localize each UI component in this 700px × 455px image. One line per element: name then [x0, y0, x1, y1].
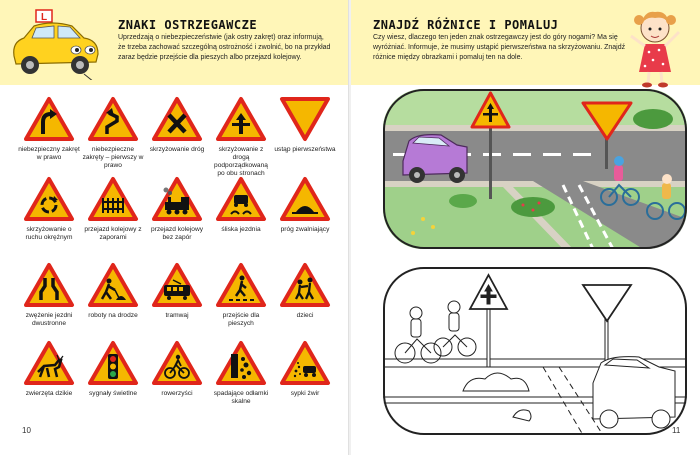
- sign-item-double-curve: niebezpieczne zakręty – pierwszy w prawo: [82, 96, 144, 170]
- sign-label: roboty na drodze: [88, 312, 138, 319]
- sign-label: przejazd kolejowy bez zapór: [150, 226, 204, 241]
- sign-item-traffic-light: sygnały świetlne: [82, 340, 144, 398]
- priority-crossroads-icon: [216, 97, 266, 141]
- sign-label: spadające odłamki skalne: [213, 390, 269, 405]
- right-page-intro: Czy wiesz, dlaczego ten jeden znak ostrz…: [373, 34, 626, 61]
- sign-item-yield: ustąp pierwszeństwa: [274, 96, 336, 154]
- sign-label: przejazd kolejowy z zaporami: [84, 226, 142, 241]
- sign-item-crossroads: skrzyżowanie dróg: [146, 96, 208, 154]
- yield-icon: [280, 97, 330, 141]
- sign-item-curve-right: niebezpieczny zakręt w prawo: [18, 96, 80, 162]
- sign-item-priority-crossroads: skrzyżowanie z drogą podporządkowaną po …: [210, 96, 272, 178]
- sign-item-road-narrows: zwężenie jezdni dwustronne: [18, 262, 80, 328]
- sign-item-loose-gravel: sypki żwir: [274, 340, 336, 398]
- learner-badge: L: [41, 12, 47, 23]
- sign-item-pedestrian-crossing: przejście dla pieszych: [210, 262, 272, 328]
- right-page-title: ZNAJDŹ RÓŻNICE I POMALUJ: [373, 18, 559, 32]
- learner-car-illustration: L: [13, 9, 99, 80]
- sign-label: przejście dla pieszych: [222, 312, 260, 327]
- tram-icon: [152, 263, 202, 307]
- left-page-title: ZNAKI OSTRZEGAWCZE: [118, 18, 258, 32]
- sign-label: sypki żwir: [290, 390, 320, 397]
- pedestrian-crossing-icon: [216, 263, 266, 307]
- sign-label: zwierzęta dzikie: [25, 390, 73, 397]
- sign-label: tramwaj: [165, 312, 189, 319]
- outline-coloring-scene: [383, 267, 687, 435]
- sign-label: rowerzyści: [161, 390, 193, 397]
- barrier-crossing-icon: [88, 177, 138, 221]
- left-page: L ZNAKI OSTRZEGAWCZE Uprzedzają o niebez…: [0, 0, 349, 455]
- sign-label: skrzyżowanie dróg: [149, 146, 205, 153]
- falling-rocks-icon: [216, 341, 266, 385]
- page-number-right: 11: [672, 426, 681, 435]
- page-number-left: 10: [22, 426, 31, 435]
- roundabout-icon: [24, 177, 74, 221]
- colored-street-scene: [383, 89, 687, 249]
- curve-right-icon: [24, 97, 74, 141]
- sign-item-roadworks: roboty na drodze: [82, 262, 144, 320]
- cyclist-icon: [152, 341, 202, 385]
- sign-label: niebezpieczne zakręty – pierwszy w prawo: [82, 146, 144, 169]
- sign-item-slippery-road: śliska jezdnia: [210, 176, 272, 234]
- sign-item-barrier-crossing: przejazd kolejowy z zaporami: [82, 176, 144, 242]
- children-icon: [280, 263, 330, 307]
- crossroads-icon: [152, 97, 202, 141]
- sign-item-roundabout: skrzyżowanie o ruchu okrężnym: [18, 176, 80, 242]
- road-narrows-icon: [24, 263, 74, 307]
- sign-item-falling-rocks: spadające odłamki skalne: [210, 340, 272, 406]
- sign-label: skrzyżowanie o ruchu okrężnym: [25, 226, 73, 241]
- sign-item-children: dzieci: [274, 262, 336, 320]
- loose-gravel-icon: [280, 341, 330, 385]
- sign-item-cyclist: rowerzyści: [146, 340, 208, 398]
- sign-label: skrzyżowanie z drogą podporządkowaną po …: [214, 146, 268, 177]
- sign-label: dzieci: [296, 312, 314, 319]
- sign-item-train: przejazd kolejowy bez zapór: [146, 176, 208, 242]
- deer-icon: [24, 341, 74, 385]
- speed-bump-icon: [280, 177, 330, 221]
- slippery-road-icon: [216, 177, 266, 221]
- sign-label: próg zwalniający: [280, 226, 330, 233]
- sign-label: sygnały świetlne: [88, 390, 137, 397]
- sign-label: śliska jezdnia: [221, 226, 261, 233]
- girl-illustration: [630, 11, 681, 88]
- left-page-intro: Uprzedzają o niebezpieczeństwie (jak ost…: [118, 34, 331, 61]
- roadworks-icon: [88, 263, 138, 307]
- double-curve-icon: [88, 97, 138, 141]
- book-gutter: [348, 0, 352, 455]
- sign-item-speed-bump: próg zwalniający: [274, 176, 336, 234]
- sign-item-tram: tramwaj: [146, 262, 208, 320]
- sign-label: ustąp pierwszeństwa: [274, 146, 336, 153]
- sign-label: niebezpieczny zakręt w prawo: [18, 146, 80, 161]
- sign-label: zwężenie jezdni dwustronne: [25, 312, 73, 327]
- traffic-light-icon: [88, 341, 138, 385]
- train-icon: [152, 177, 202, 221]
- sign-item-deer: zwierzęta dzikie: [18, 340, 80, 398]
